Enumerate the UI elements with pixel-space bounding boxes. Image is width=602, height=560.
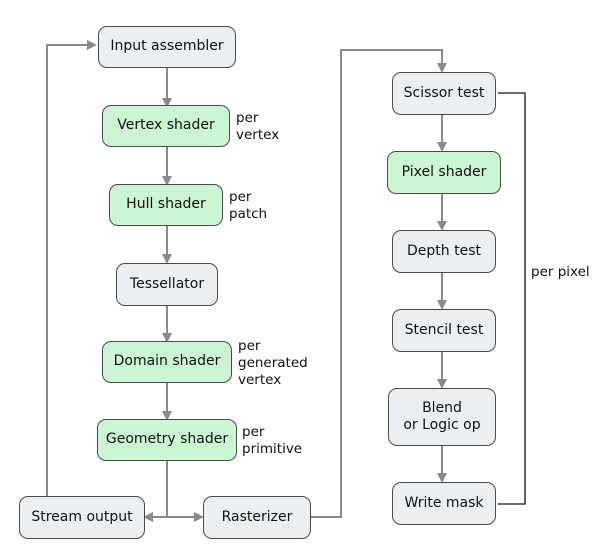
stream-output-node: Stream output <box>19 496 145 539</box>
arrow-rasterizer-to-scissor <box>311 49 447 518</box>
vertex-shader-node: Vertex shader <box>102 105 230 147</box>
per-generated-vertex-label: per generated vertex <box>238 338 308 388</box>
per-primitive-label: per primitive <box>242 424 303 457</box>
tessellator-node: Tessellator <box>116 263 218 306</box>
blend-logic-op-node: Blend or Logic op <box>388 388 496 446</box>
pixel-shader-node: Pixel shader <box>387 151 501 194</box>
geometry-shader-node: Geometry shader <box>97 419 237 461</box>
write-mask-node: Write mask <box>392 482 496 525</box>
rasterizer-node: Rasterizer <box>203 496 311 539</box>
arrow-stream-output-loop <box>46 40 97 496</box>
per-patch-label: per patch <box>229 189 268 222</box>
per-pixel-label: per pixel <box>531 264 590 280</box>
stencil-test-node: Stencil test <box>392 309 496 352</box>
domain-shader-node: Domain shader <box>102 341 232 383</box>
depth-test-node: Depth test <box>392 230 496 273</box>
scissor-test-node: Scissor test <box>392 72 496 115</box>
per-pixel-bracket <box>498 92 526 505</box>
hull-shader-node: Hull shader <box>109 184 223 226</box>
input-assembler-node: Input assembler <box>98 26 236 68</box>
per-vertex-label: per vertex <box>236 110 280 143</box>
